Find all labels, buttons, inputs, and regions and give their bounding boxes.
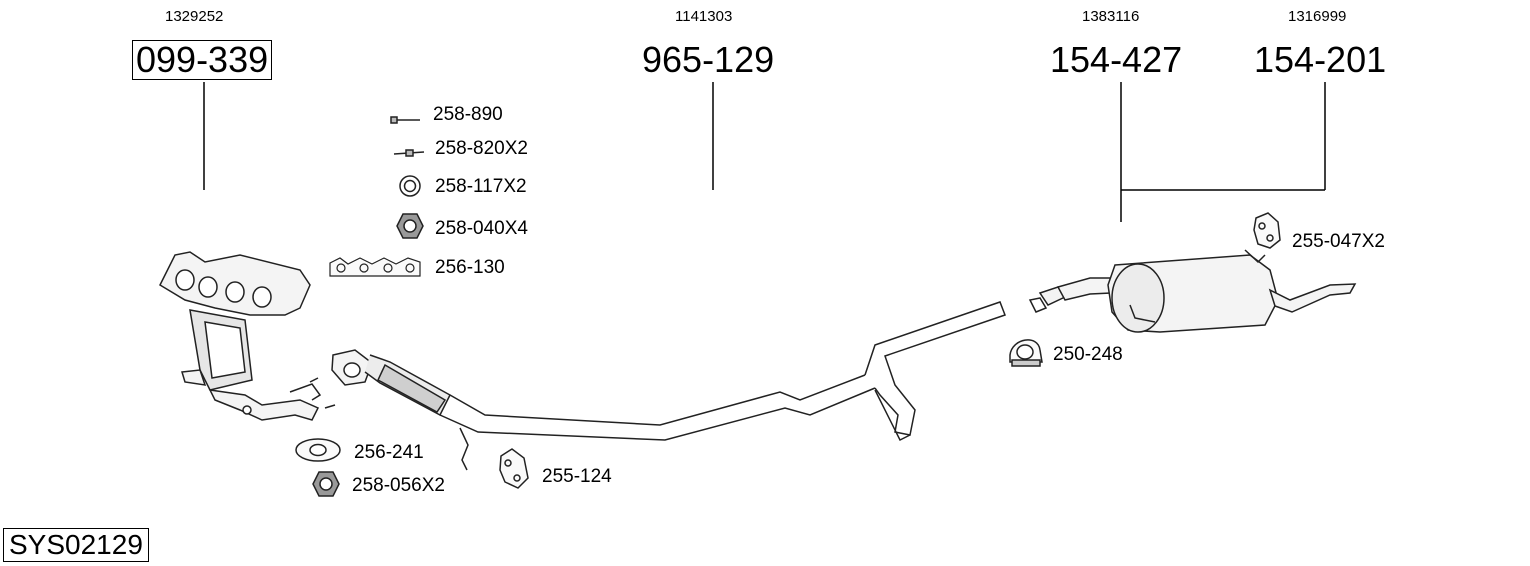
- flange-gasket-icon: [295, 438, 341, 462]
- pipe-clamp-icon: [1009, 339, 1043, 367]
- manifold-catalyst-drawing: [159, 251, 336, 421]
- oe-number: 1141303: [675, 8, 733, 25]
- accessory-label: 255-047X2: [1292, 231, 1385, 252]
- accessory-label: 258-056X2: [352, 475, 445, 496]
- part-number-label: 154-201: [1254, 39, 1387, 80]
- manifold-gasket-icon: [329, 257, 421, 277]
- oe-number: 1383116: [1082, 8, 1140, 25]
- rubber-hanger-icon: [499, 448, 529, 489]
- oe-number: 1329252: [165, 8, 224, 25]
- accessory-label: 258-820X2: [435, 138, 528, 159]
- rubber-hanger-icon: [1253, 212, 1281, 249]
- hex-nut-icon: [312, 471, 340, 497]
- part-number-label: 154-427: [1050, 39, 1183, 80]
- accessory-label: 250-248: [1053, 344, 1123, 365]
- hex-nut-icon: [396, 213, 424, 239]
- accessory-label: 255-124: [542, 466, 612, 487]
- system-code-box: SYS02129: [3, 528, 149, 562]
- part-number-label: 965-129: [642, 39, 775, 80]
- washer-ring-icon: [399, 175, 421, 197]
- front-pipe-drawing: [331, 301, 1006, 471]
- accessory-label: 256-130: [435, 257, 505, 278]
- accessory-label: 258-117X2: [435, 176, 527, 197]
- bolt-icon: [390, 116, 420, 124]
- accessory-label: 258-890: [433, 104, 503, 125]
- part-number-label: 099-339: [132, 40, 273, 80]
- rear-silencer-drawing: [1028, 249, 1357, 333]
- accessory-label: 256-241: [354, 442, 424, 463]
- accessory-label: 258-040X4: [435, 218, 528, 239]
- stud-icon: [393, 149, 425, 157]
- oe-number: 1316999: [1288, 8, 1347, 25]
